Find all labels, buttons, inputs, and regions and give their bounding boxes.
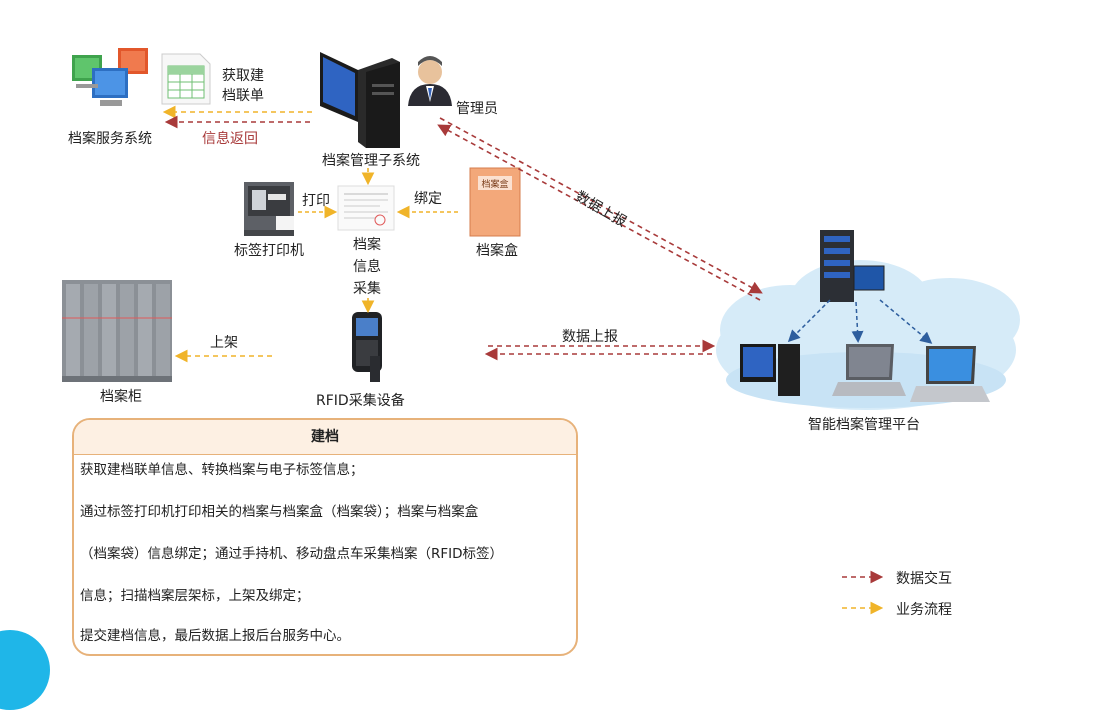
archive-document-icon: [337, 185, 395, 231]
laptop-icon: [832, 344, 906, 396]
archive-service-icon: [72, 48, 148, 106]
data-upper-2: [437, 124, 761, 301]
rfid-device-icon: [352, 312, 382, 382]
report-lower-label: 数据上报: [562, 329, 618, 345]
archive-box-icon: [469, 167, 521, 237]
mgmt-subsystem-label: 档案管理子系统: [322, 153, 420, 169]
cabinet-icon: [62, 280, 172, 382]
server-icon: [820, 230, 885, 302]
spreadsheet-icon: [161, 53, 211, 105]
info-box-title: 建档: [74, 420, 576, 455]
cloud-link-3: [879, 299, 933, 344]
get-form-label: 获取建 档联单: [222, 68, 264, 104]
info-box: 建档 获取建档联单信息、转换档案与电子标签信息； 通过标签打印机打印相关的档案与…: [72, 418, 578, 656]
bind-label: 绑定: [414, 191, 442, 207]
diagram-canvas: 档案盒: [62, 48, 1020, 615]
platform-label: 智能档案管理平台: [808, 417, 920, 433]
cabinet-label: 档案柜: [100, 389, 142, 405]
legend-data-exchange: 数据交互: [896, 571, 952, 587]
archive-service-label: 档案服务系统: [68, 131, 152, 147]
laptop-icon-2: [910, 346, 990, 402]
data-upper-1: [439, 117, 763, 294]
label-printer-icon: [244, 182, 294, 236]
info-line-1: 获取建档联单信息、转换档案与电子标签信息；: [80, 462, 364, 478]
management-computer-icon: [320, 52, 400, 148]
info-line-5: 提交建档信息，最后数据上报后台服务中心。: [80, 628, 350, 644]
rfid-device-label: RFID采集设备: [316, 393, 405, 409]
admin-icon: [408, 56, 452, 106]
info-collect-label: 档案 信息 采集: [353, 237, 381, 297]
shelve-label: 上架: [210, 335, 238, 351]
desktop-pc-icon: [740, 344, 800, 396]
legend-business-flow: 业务流程: [896, 602, 952, 618]
info-line-2: 通过标签打印机打印相关的档案与档案盒（档案袋）；档案与档案盒: [80, 504, 479, 520]
admin-label: 管理员: [456, 101, 498, 117]
cloud-link-2: [851, 301, 864, 343]
info-return-label: 信息返回: [202, 131, 258, 147]
archive-box-label: 档案盒: [481, 178, 508, 190]
info-line-3: （档案袋）信息绑定；通过手持机、移动盘点车采集档案（RFID标签）: [80, 546, 504, 562]
info-line-4: 信息；扫描档案层架标，上架及绑定；: [80, 588, 310, 604]
label-printer-label: 标签打印机: [234, 243, 304, 259]
print-label: 打印: [302, 193, 330, 209]
archive-box-node-label: 档案盒: [476, 243, 518, 259]
cloud-link-1: [787, 299, 831, 343]
